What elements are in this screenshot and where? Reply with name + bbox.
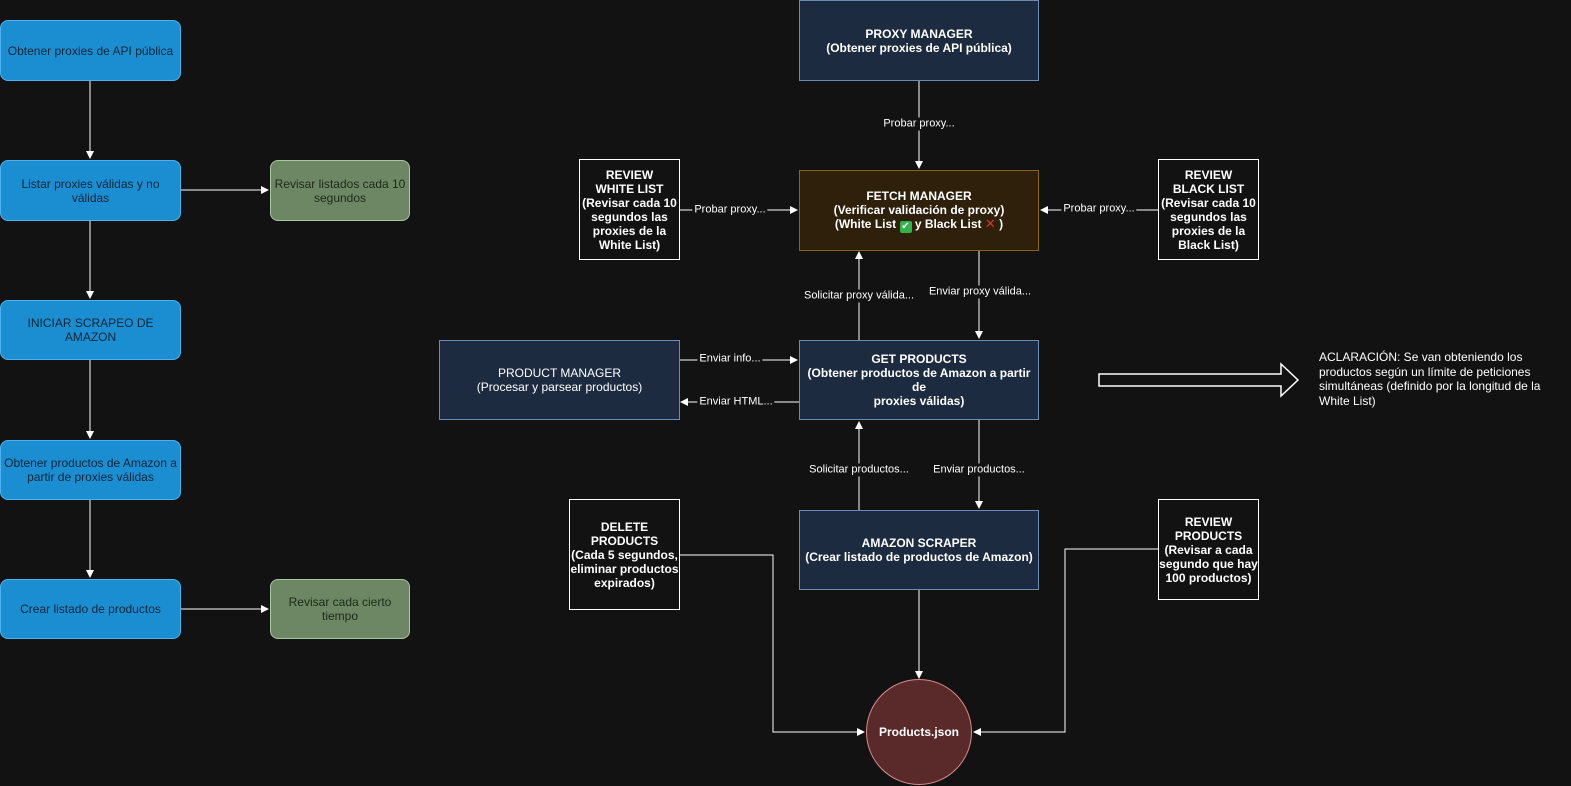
flow-side-label: Revisar cada cierto tiempo <box>288 595 392 623</box>
amazon-scraper-subtitle: (Crear listado de productos de Amazon) <box>805 550 1033 564</box>
review-black-list-line: BLACK LIST <box>1172 181 1245 196</box>
fetch-manager-lists: (White List ✔ y Black List ✕ ) <box>834 215 1005 233</box>
edge-label-enviar-productos: Enviar productos... <box>931 463 1027 477</box>
get-products-title: GET PRODUCTS <box>871 352 967 366</box>
flow-step-label: Obtener productos de Amazon a partir de … <box>4 456 177 484</box>
flow-step-label: Obtener proxies de API pública <box>7 43 174 58</box>
review-white-list-line: WHITE LIST <box>595 181 664 196</box>
cross-icon: ✕ <box>984 215 996 231</box>
edge-delete-json <box>679 554 865 736</box>
proxy-manager-title: PROXY MANAGER <box>865 26 973 41</box>
review-products-line: 100 productos) <box>1165 570 1252 585</box>
edge-label-probar-proxy-left: Probar proxy... <box>692 203 768 217</box>
delete-products-line: DELETE <box>600 519 649 534</box>
edge-label-solicitar-productos: Solicitar productos... <box>807 463 911 477</box>
flow-step-start-scraping[interactable]: INICIAR SCRAPEO DE AMAZON <box>0 300 181 360</box>
proxy-manager-box[interactable]: PROXY MANAGER (Obtener proxies de API pú… <box>799 0 1039 81</box>
review-white-list-line: segundos las <box>591 209 668 224</box>
flow-step-obtain-proxies[interactable]: Obtener proxies de API pública <box>0 20 181 81</box>
review-black-list-line: REVIEW <box>1184 167 1233 182</box>
clarification-note: ACLARACIÓN: Se van obteniendo los produc… <box>1319 350 1569 408</box>
delete-products-line: expirados) <box>594 575 655 590</box>
products-json-label: Products.json <box>878 725 959 739</box>
edge-label-probar-proxy-right: Probar proxy... <box>1061 202 1137 216</box>
black-list-text: y Black List <box>914 216 982 231</box>
flow-step-list-proxies[interactable]: Listar proxies válidas y no válidas <box>0 160 181 221</box>
delete-products-box[interactable]: DELETE PRODUCTS (Cada 5 segundos, elimin… <box>569 499 680 610</box>
delete-products-line: (Cada 5 segundos, <box>571 547 678 562</box>
edge-label-enviar-proxy: Enviar proxy válida... <box>926 285 1034 299</box>
amazon-scraper-box[interactable]: AMAZON SCRAPER (Crear listado de product… <box>799 510 1039 590</box>
product-manager-title: PRODUCT MANAGER <box>497 366 622 380</box>
review-products-line: (Revisar a cada <box>1164 542 1253 557</box>
flow-step-get-products[interactable]: Obtener productos de Amazon a partir de … <box>0 440 181 500</box>
edge-label-probar-proxy-top: Probar proxy... <box>881 117 957 131</box>
review-products-box[interactable]: REVIEW PRODUCTS (Revisar a cada segundo … <box>1158 499 1259 600</box>
review-black-list-line: Black List) <box>1178 237 1239 252</box>
review-products-line: segundo que hay <box>1159 556 1258 571</box>
delete-products-line: PRODUCTS <box>590 533 659 548</box>
edge-label-enviar-html: Enviar HTML... <box>697 395 775 409</box>
flow-step-create-list[interactable]: Crear listado de productos <box>0 579 181 639</box>
white-list-text: (White List <box>834 216 897 231</box>
amazon-scraper-title: AMAZON SCRAPER <box>861 536 977 550</box>
get-products-box[interactable]: GET PRODUCTS (Obtener productos de Amazo… <box>799 340 1039 420</box>
note-line: White List) <box>1319 393 1376 408</box>
products-json-node[interactable]: Products.json <box>866 679 972 785</box>
fetch-manager-box[interactable]: FETCH MANAGER (Verificar validación de p… <box>799 170 1039 251</box>
edge-label-enviar-info: Enviar info... <box>697 352 763 366</box>
fetch-manager-description: (Verificar validación de proxy) <box>833 202 1005 217</box>
review-white-list-line: proxies de la <box>592 223 667 238</box>
proxy-manager-subtitle: (Obtener proxies de API pública) <box>826 40 1012 55</box>
review-black-list-line: segundos las <box>1170 209 1247 224</box>
edge-label-solicitar-proxy: Solicitar proxy válida... <box>801 289 917 303</box>
flow-step-label: INICIAR SCRAPEO DE AMAZON <box>27 316 154 344</box>
review-black-list-line: proxies de la <box>1171 223 1246 238</box>
review-white-list-line: White List) <box>598 237 661 252</box>
close-paren-text: ) <box>999 216 1004 231</box>
flow-step-label: Listar proxies válidas y no válidas <box>21 176 160 205</box>
hollow-arrow-shape <box>1098 362 1300 398</box>
product-manager-subtitle: (Procesar y parsear productos) <box>476 380 643 394</box>
get-products-line: proxies válidas) <box>873 394 965 408</box>
review-black-list-box[interactable]: REVIEW BLACK LIST (Revisar cada 10 segun… <box>1158 159 1259 260</box>
flow-side-label: Revisar listados cada 10 segundos <box>274 176 406 205</box>
get-products-line: (Obtener productos de Amazon a partir de <box>807 366 1031 394</box>
check-icon: ✔ <box>899 220 912 233</box>
note-line: ACLARACIÓN: Se van obteniendo los <box>1319 350 1523 364</box>
review-black-list-line: (Revisar cada 10 <box>1161 195 1256 210</box>
fetch-manager-title: FETCH MANAGER <box>866 188 972 203</box>
flow-side-review-lists[interactable]: Revisar listados cada 10 segundos <box>270 160 410 221</box>
delete-products-line: eliminar productos <box>570 561 679 576</box>
review-white-list-line: (Revisar cada 10 <box>582 195 677 210</box>
note-line: simultáneas (definido por la longitud de… <box>1319 379 1541 393</box>
product-manager-box[interactable]: PRODUCT MANAGER (Procesar y parsear prod… <box>439 340 680 420</box>
review-white-list-box[interactable]: REVIEW WHITE LIST (Revisar cada 10 segun… <box>579 159 680 260</box>
review-products-line: PRODUCTS <box>1174 528 1243 543</box>
note-line: productos según un límite de peticiones <box>1319 364 1531 379</box>
flow-step-label: Crear listado de productos <box>20 602 161 616</box>
edge-review-json <box>973 548 1158 736</box>
review-white-list-line: REVIEW <box>605 167 654 182</box>
flow-side-review-periodic[interactable]: Revisar cada cierto tiempo <box>270 579 410 639</box>
review-products-line: REVIEW <box>1184 514 1233 529</box>
